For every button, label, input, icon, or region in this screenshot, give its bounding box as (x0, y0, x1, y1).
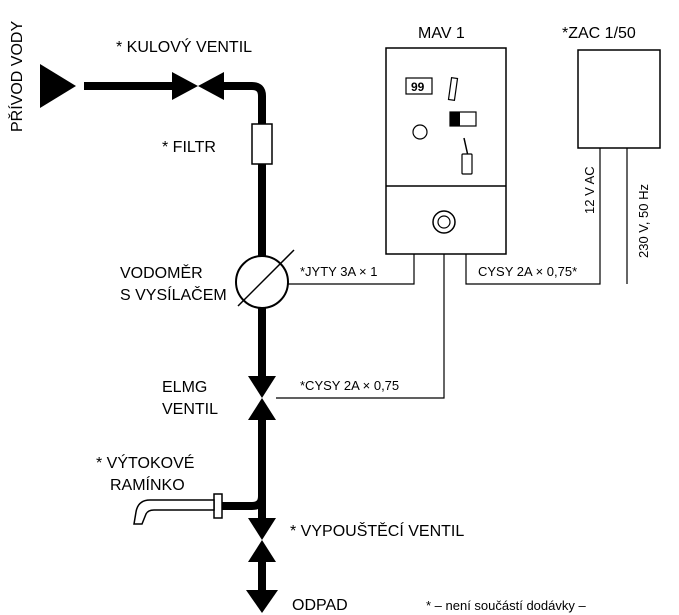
drain-valve-icon (248, 518, 276, 562)
footnote: * – není součástí dodávky – (426, 598, 586, 613)
spout-icon (133, 493, 223, 525)
drain-label: ODPAD (292, 597, 348, 614)
filter-label: * FILTR (162, 139, 216, 156)
spout-label-line2: RAMÍNKO (110, 475, 185, 494)
knob-icon (432, 210, 456, 234)
key-icon (461, 137, 473, 175)
meter-label-line2: S VYSÍLAČEM (120, 285, 227, 304)
indicator-icon (447, 77, 459, 101)
cable-solenoid-label: *CYSY 2A × 0,75 (300, 378, 399, 393)
solenoid-valve-icon (248, 376, 276, 420)
spout-label-line1: * VÝTOKOVÉ (96, 453, 194, 472)
wire-solenoid (276, 254, 445, 399)
ball-valve-label: * KULOVÝ VENTIL (116, 37, 252, 56)
supply-12v-label: 12 V AC (582, 166, 597, 214)
mav-label: MAV 1 (418, 25, 465, 42)
spout-branch-pipe (220, 495, 266, 510)
wire-meter (288, 254, 415, 285)
zac-unit (577, 49, 661, 149)
cable-meter-label: *JYTY 3A × 1 (300, 264, 377, 279)
lamp-icon (412, 124, 428, 140)
drain-valve-label: * VYPOUŠTĚCÍ VENTIL (290, 521, 464, 540)
counter-display-value: 99 (411, 80, 425, 94)
inlet-arrow-icon (40, 64, 76, 108)
main-pipe (224, 82, 266, 124)
meter-label-line1: VODOMĚR (120, 263, 203, 282)
supply-230v-label: 230 V, 50 Hz (636, 184, 651, 258)
mav-unit: 99 (385, 47, 507, 255)
counter-display (405, 77, 433, 95)
wire-12v (465, 148, 601, 285)
cable-right-label: CYSY 2A × 0,75* (478, 264, 577, 279)
water-meter-icon (235, 249, 295, 309)
switch-icon (449, 111, 477, 127)
zac-label: *ZAC 1/50 (562, 25, 636, 42)
drain-arrow-icon (246, 590, 278, 613)
inlet-label: PŘÍVOD VODY (7, 21, 26, 132)
solenoid-label-line1: ELMG (162, 379, 207, 396)
filter-icon (251, 123, 273, 165)
ball-valve-icon (172, 72, 224, 100)
solenoid-label-line2: VENTIL (162, 401, 218, 418)
